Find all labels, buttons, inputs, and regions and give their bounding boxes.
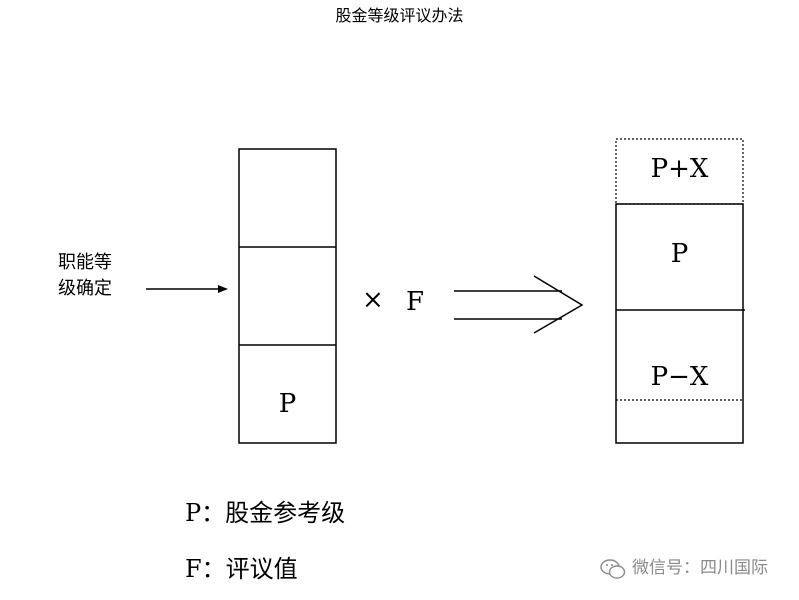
right-stack-middle-label: P bbox=[670, 239, 689, 269]
right-stack bbox=[615, 138, 745, 444]
diagram-title: 股金等级评议办法 bbox=[335, 6, 464, 25]
watermark: 微信号：四川国际 bbox=[600, 554, 790, 584]
watermark-text: 微信号：四川国际 bbox=[632, 558, 768, 578]
input-label-line2: 级确定 bbox=[58, 278, 112, 299]
right-stack-top-label: P+X bbox=[650, 154, 709, 184]
input-label: 职能等 级确定 bbox=[58, 250, 138, 302]
factor-label: F bbox=[406, 287, 425, 317]
right-stack-lower-label: P−X bbox=[650, 362, 709, 392]
legend-key: P： bbox=[185, 499, 226, 527]
implies-arrow bbox=[454, 275, 584, 334]
left-stack bbox=[238, 148, 337, 444]
multiply-sign: × bbox=[362, 285, 384, 315]
legend-text: 评议值 bbox=[225, 555, 298, 583]
legend-item-p: P：股金参考级 bbox=[185, 498, 345, 528]
left-stack-bottom-label: P bbox=[278, 389, 297, 419]
input-arrow bbox=[146, 285, 228, 293]
wechat-icon bbox=[600, 559, 626, 579]
legend-text: 股金参考级 bbox=[225, 499, 346, 527]
legend-key: F： bbox=[185, 555, 226, 583]
legend-item-f: F：评议值 bbox=[185, 554, 298, 584]
input-label-line1: 职能等 bbox=[58, 252, 112, 273]
